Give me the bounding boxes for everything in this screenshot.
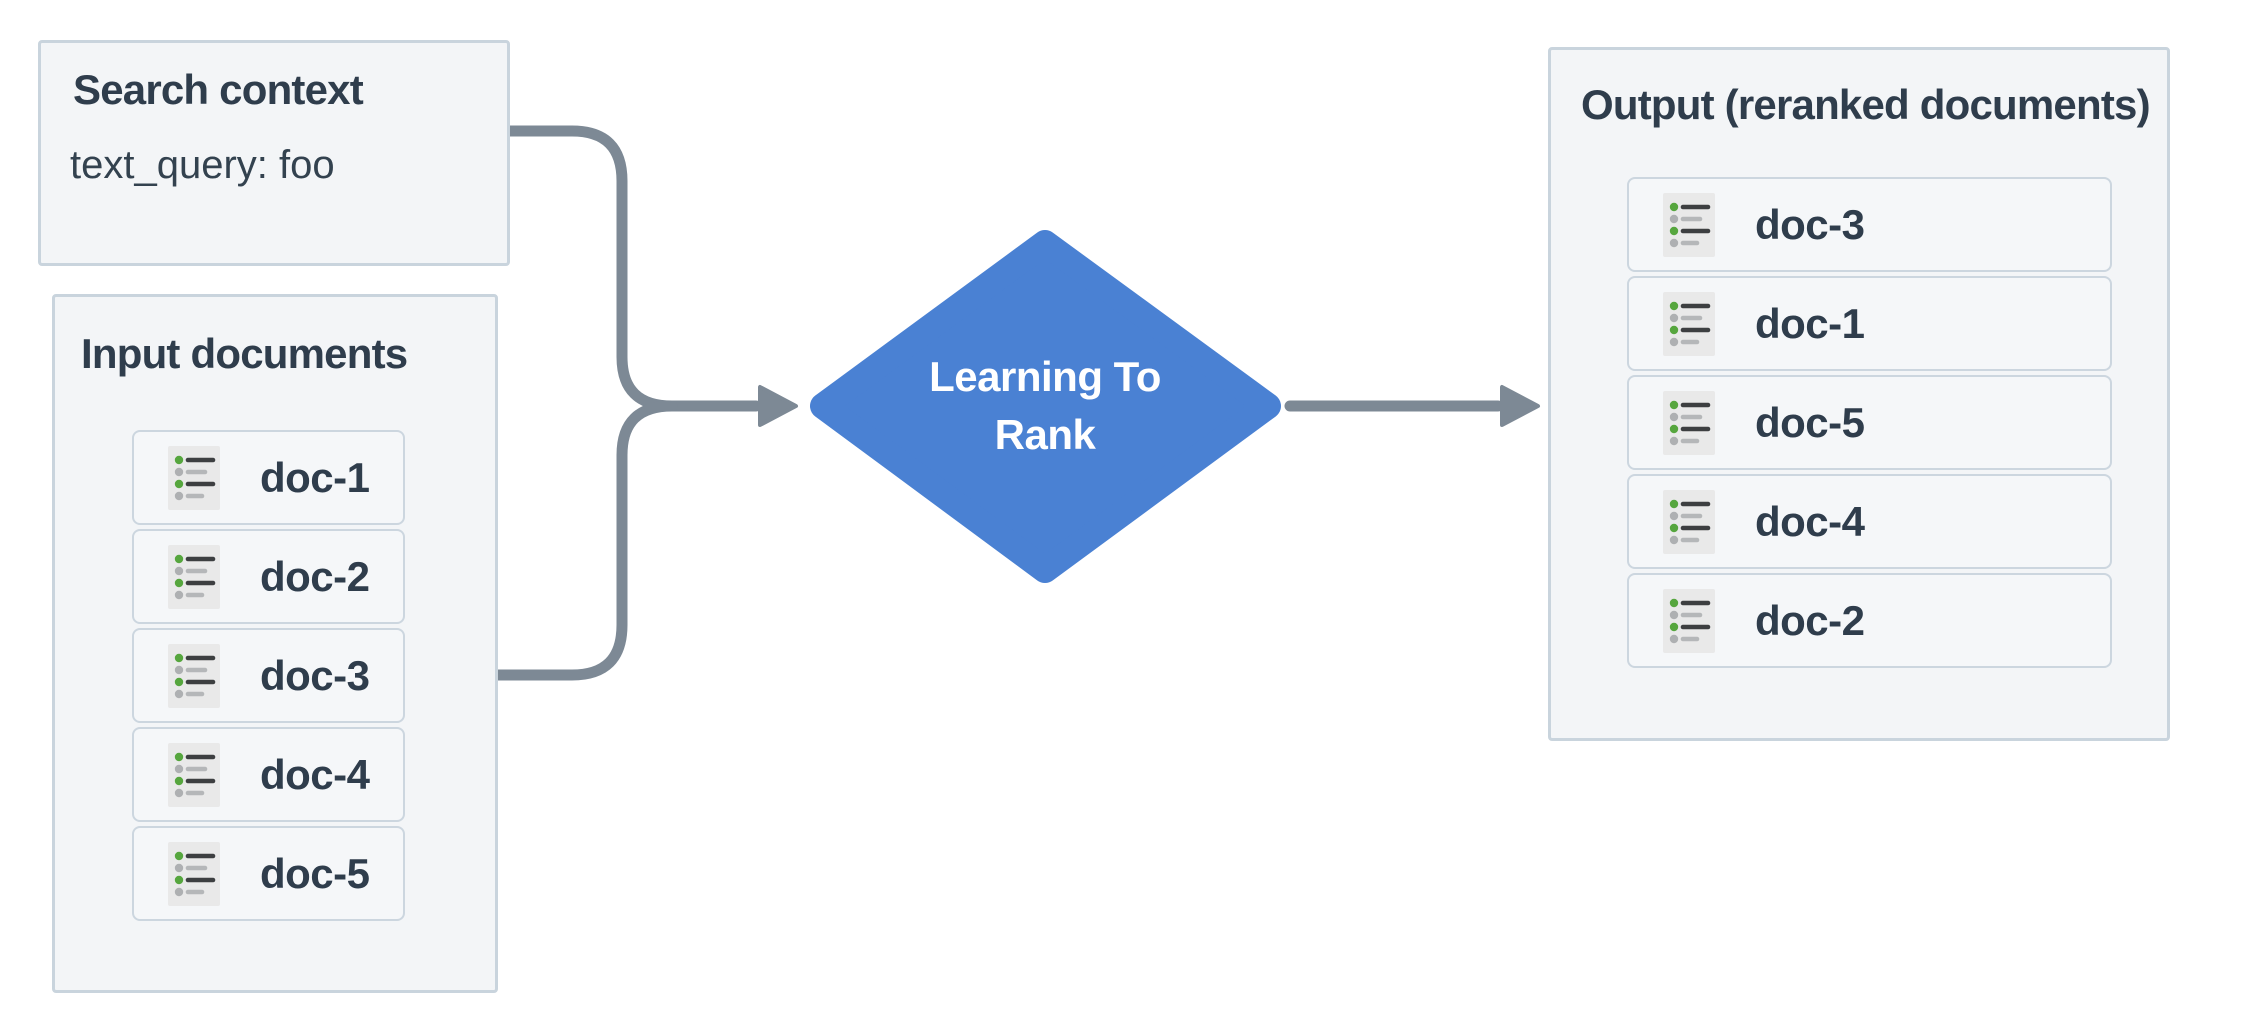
list-icon <box>168 445 220 510</box>
document-label: doc-4 <box>1755 497 1865 545</box>
document-label: doc-1 <box>1755 299 1865 347</box>
arrowhead-icon <box>1500 385 1540 427</box>
search-context-title: Search context <box>73 66 364 113</box>
input-documents-box: Input documents doc-1 doc-2 <box>52 294 498 993</box>
list-icon <box>1663 588 1715 653</box>
document-label: doc-2 <box>1755 596 1865 644</box>
document-row: doc-3 <box>1627 177 2112 272</box>
list-icon <box>1663 291 1715 356</box>
process-node-label: Learning To Rank <box>845 346 1245 466</box>
list-icon <box>168 643 220 708</box>
document-row: doc-5 <box>132 826 405 921</box>
document-row: doc-3 <box>132 628 405 723</box>
search-context-query: text_query: foo <box>70 143 335 187</box>
document-label: doc-3 <box>1755 200 1865 248</box>
list-icon <box>168 841 220 906</box>
document-label: doc-4 <box>260 750 370 798</box>
document-row: doc-1 <box>1627 276 2112 371</box>
list-icon <box>168 742 220 807</box>
document-label: doc-5 <box>260 849 370 897</box>
input-document-list: doc-1 doc-2 doc-3 <box>132 430 405 921</box>
output-document-list: doc-3 doc-1 doc-5 <box>1627 177 2112 668</box>
search-context-box: Search context text_query: foo <box>38 40 510 266</box>
document-row: doc-4 <box>1627 474 2112 569</box>
output-documents-title: Output (reranked documents) <box>1581 81 2151 128</box>
document-label: doc-5 <box>1755 398 1865 446</box>
arrowhead-icon <box>758 385 798 427</box>
input-documents-title: Input documents <box>81 330 408 377</box>
document-row: doc-4 <box>132 727 405 822</box>
process-node-label-line1: Learning To <box>929 353 1161 400</box>
process-node-label-line2: Rank <box>994 411 1096 458</box>
document-row: doc-2 <box>132 529 405 624</box>
diamond-shape <box>810 230 1281 583</box>
document-label: doc-2 <box>260 552 370 600</box>
list-icon <box>1663 192 1715 257</box>
document-row: doc-5 <box>1627 375 2112 470</box>
output-documents-box: Output (reranked documents) doc-3 <box>1548 47 2170 741</box>
list-icon <box>1663 390 1715 455</box>
document-label: doc-3 <box>260 651 370 699</box>
document-label: doc-1 <box>260 453 370 501</box>
document-row: doc-2 <box>1627 573 2112 668</box>
list-icon <box>168 544 220 609</box>
document-row: doc-1 <box>132 430 405 525</box>
list-icon <box>1663 489 1715 554</box>
merge-connector-bottom <box>492 400 678 681</box>
merge-connector-top <box>504 125 762 412</box>
